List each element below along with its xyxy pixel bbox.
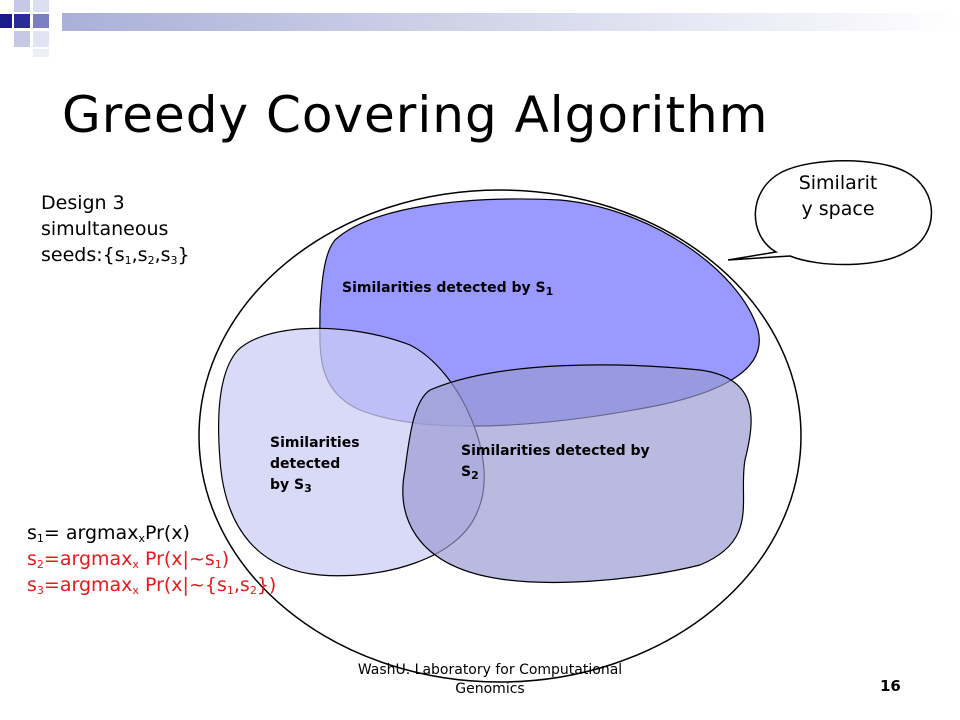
- page-title: Greedy Covering Algorithm: [62, 86, 769, 144]
- corner-decoration: [0, 0, 960, 57]
- formula-s3: s3=argmaxx Pr(x|~{s1,s2}): [27, 574, 277, 597]
- region-s1-label: Similarities detected by S1: [342, 280, 554, 298]
- similarity-space-ellipse: [198, 189, 802, 683]
- region-s2: [402, 364, 752, 584]
- speech-bubble: [727, 160, 933, 266]
- region-s3-label: Similarities detected by S3: [270, 435, 360, 495]
- design-line-1: Design 3: [41, 192, 125, 214]
- design-seeds: seeds:{s1,s2,s3}: [41, 244, 190, 267]
- footer-lab-name: WashU. Laboratory for Computational Geno…: [357, 662, 623, 697]
- bubble-line-1: Similarit: [798, 172, 878, 194]
- seed-formulas: s1= argmaxxPr(x) s2=argmaxx Pr(x|~s1) s3…: [27, 520, 276, 598]
- region-s2-label: Similarities detected by S2: [461, 443, 650, 482]
- similarity-space-label: Similarit y space: [778, 170, 898, 222]
- formula-s2: s2=argmaxx Pr(x|~s1): [27, 548, 230, 571]
- design-description: Design 3 simultaneous seeds:{s1,s2,s3}: [41, 190, 190, 268]
- design-line-2: simultaneous: [41, 218, 169, 240]
- bubble-line-2: y space: [801, 198, 875, 220]
- page-number: 16: [880, 677, 901, 695]
- formula-s1: s1= argmaxxPr(x): [27, 522, 190, 545]
